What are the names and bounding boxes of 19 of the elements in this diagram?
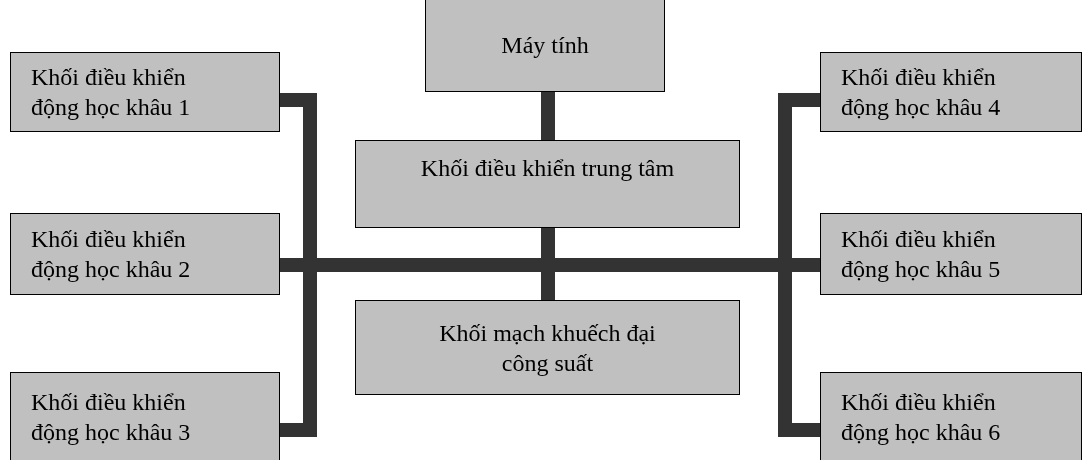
block-box [820, 52, 1082, 132]
block-label: Khối mạch khuếch đại công suất [438, 318, 657, 378]
block-label: Máy tính [501, 31, 589, 60]
block-label: Khối điều khiển động học khâu 1 [31, 63, 192, 122]
block-label: Khối điều khiển động học khâu 4 [841, 63, 1002, 122]
block-box [10, 213, 280, 295]
block-label: Khối điều khiển trung tâm [420, 154, 675, 183]
block-box [425, 0, 665, 92]
block-label: Khối điều khiển động học khâu 3 [31, 388, 192, 447]
block-box [10, 52, 280, 132]
connector-line [541, 92, 555, 140]
block-label: Khối điều khiển động học khâu 5 [841, 225, 1002, 284]
block-box [355, 300, 740, 395]
block-box [355, 140, 740, 228]
block-box [820, 372, 1082, 460]
block-label: Khối điều khiển động học khâu 6 [841, 388, 1002, 447]
block-label: Khối điều khiển động học khâu 2 [31, 225, 192, 284]
block-box [820, 213, 1082, 295]
block-box [10, 372, 280, 460]
